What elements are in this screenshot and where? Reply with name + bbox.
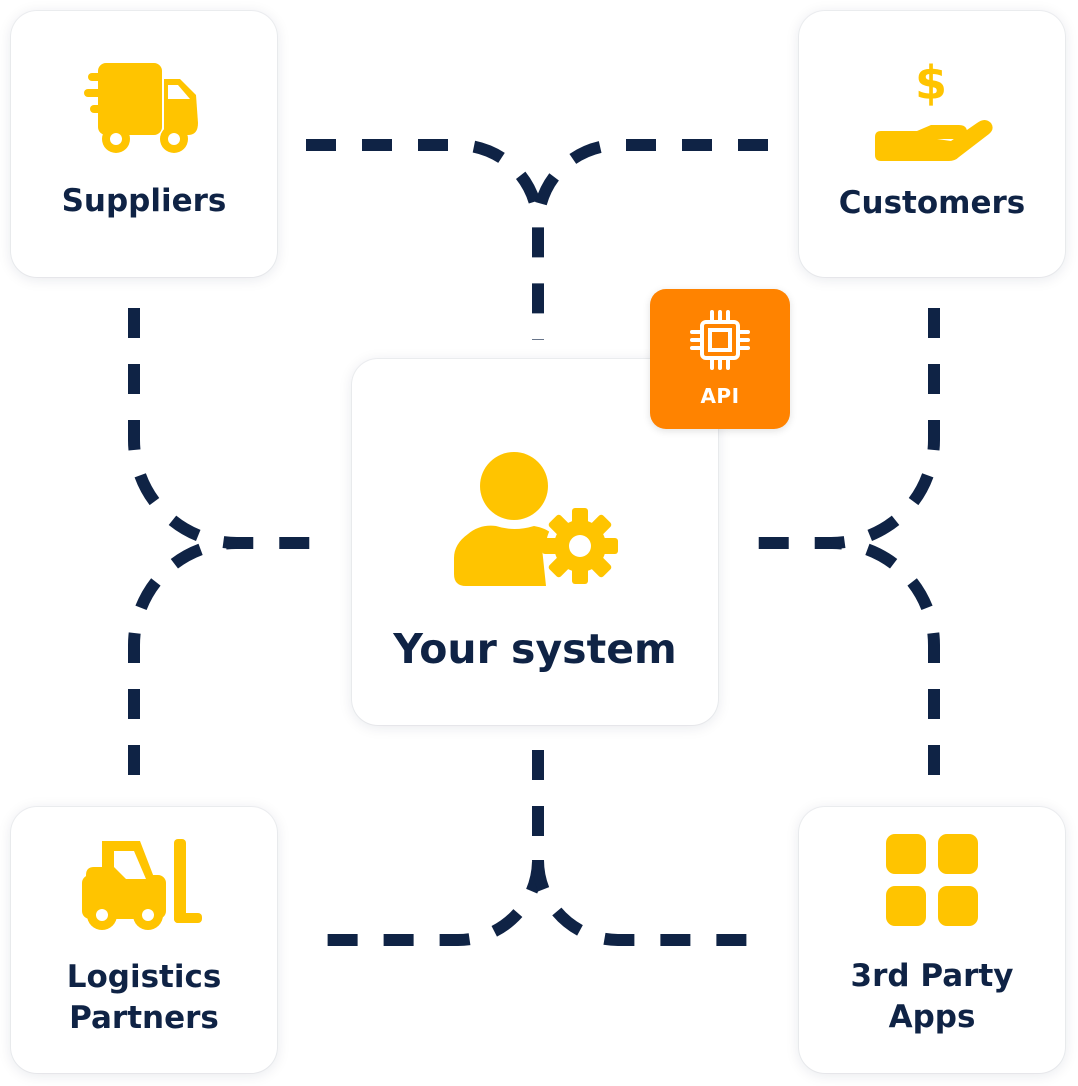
connector-system-logistics (306, 750, 544, 946)
connector-apps-right (830, 536, 940, 775)
forklift-icon (82, 835, 206, 931)
svg-text:$: $ (915, 57, 947, 110)
node-logistics-partners: Logistics Partners (11, 807, 277, 1073)
user-gear-icon (450, 450, 620, 590)
node-suppliers: Suppliers (11, 11, 277, 277)
connector-customers-system (532, 139, 768, 226)
node-label-customers: Customers (839, 183, 1025, 224)
node-3rd-party-apps: 3rd Party Apps (799, 807, 1065, 1073)
delivery-truck-icon (84, 61, 204, 159)
api-label: API (700, 384, 740, 408)
label-line: Partners (69, 1000, 219, 1036)
node-label-apps: 3rd Party Apps (851, 956, 1014, 1038)
hand-dollar-icon: $ (871, 57, 993, 163)
connector-system-apps (532, 859, 768, 946)
label-line: Apps (888, 999, 976, 1035)
node-label-logistics: Logistics Partners (67, 957, 222, 1039)
label-line: Suppliers (61, 182, 227, 219)
label-line: 3rd Party (850, 958, 1014, 994)
node-label-your-system: Your system (393, 625, 677, 673)
label-line: Logistics (66, 959, 222, 995)
chip-icon (688, 310, 752, 374)
connector-suppliers-left (128, 308, 325, 549)
node-customers: $ Customers (799, 11, 1065, 277)
node-label-suppliers: Suppliers (62, 181, 227, 222)
connector-suppliers-system (306, 139, 544, 340)
api-badge: API (650, 289, 790, 429)
app-grid-icon (884, 832, 980, 928)
connector-logistics-left (128, 536, 238, 775)
label-line: Customers (838, 184, 1026, 221)
